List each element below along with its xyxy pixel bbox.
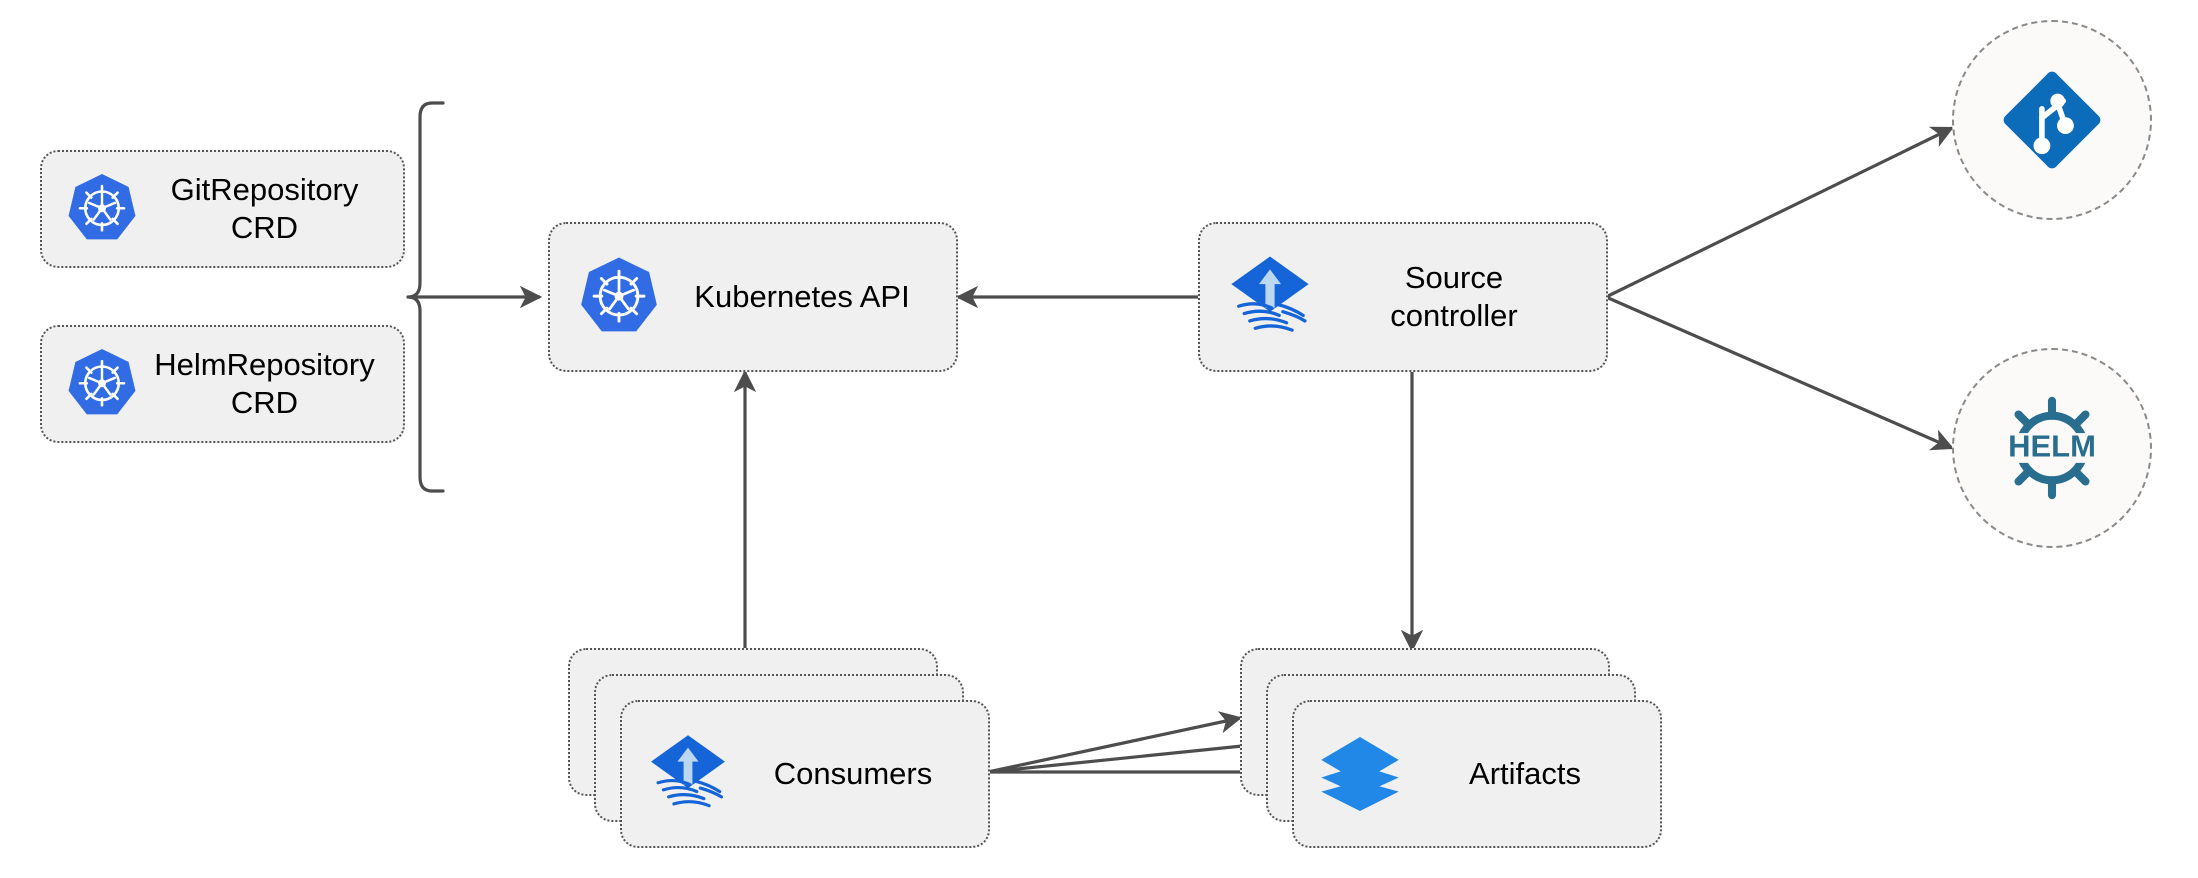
flux-icon xyxy=(644,730,732,818)
node-consumers-label: Consumers xyxy=(773,756,933,792)
node-helm-label: HELM xyxy=(2008,429,2096,464)
flux-icon xyxy=(1224,251,1316,343)
node-helm-repository-crd-label: HelmRepository CRD xyxy=(154,347,375,420)
helm-icon: HELM xyxy=(1990,386,2114,510)
node-kubernetes-api[interactable]: Kubernetes API xyxy=(548,222,958,372)
crd-group-brace xyxy=(406,101,445,493)
node-artifacts-label: Artifacts xyxy=(1469,756,1581,792)
node-git[interactable] xyxy=(1952,20,2152,220)
node-helm-repository-crd[interactable]: HelmRepository CRD xyxy=(40,325,405,443)
node-consumers[interactable]: Consumers xyxy=(620,700,990,848)
edge-source-controller-to-git xyxy=(1605,126,1955,299)
kubernetes-icon xyxy=(64,346,140,422)
edge-consumers-to-artifacts-2 xyxy=(987,734,1265,774)
node-git-repository-crd-label: GitRepository CRD xyxy=(170,172,359,245)
node-git-repository-crd[interactable]: GitRepository CRD xyxy=(40,150,405,268)
node-kubernetes-api-label: Kubernetes API xyxy=(694,279,910,315)
edge-source-controller-to-helm xyxy=(1605,295,1955,451)
node-helm[interactable]: HELM xyxy=(1952,348,2152,548)
node-source-controller-label: Source controller xyxy=(1390,260,1518,333)
node-artifacts-stack: Artifacts xyxy=(1240,648,1662,848)
kubernetes-icon xyxy=(576,254,662,340)
layers-icon xyxy=(1316,730,1404,818)
node-artifacts[interactable]: Artifacts xyxy=(1292,700,1662,848)
node-consumers-stack: Consumers xyxy=(568,648,990,848)
edge-consumers-to-artifacts-1 xyxy=(987,711,1243,774)
git-icon xyxy=(1996,64,2108,176)
kubernetes-icon xyxy=(64,171,140,247)
node-source-controller[interactable]: Source controller xyxy=(1198,222,1608,372)
